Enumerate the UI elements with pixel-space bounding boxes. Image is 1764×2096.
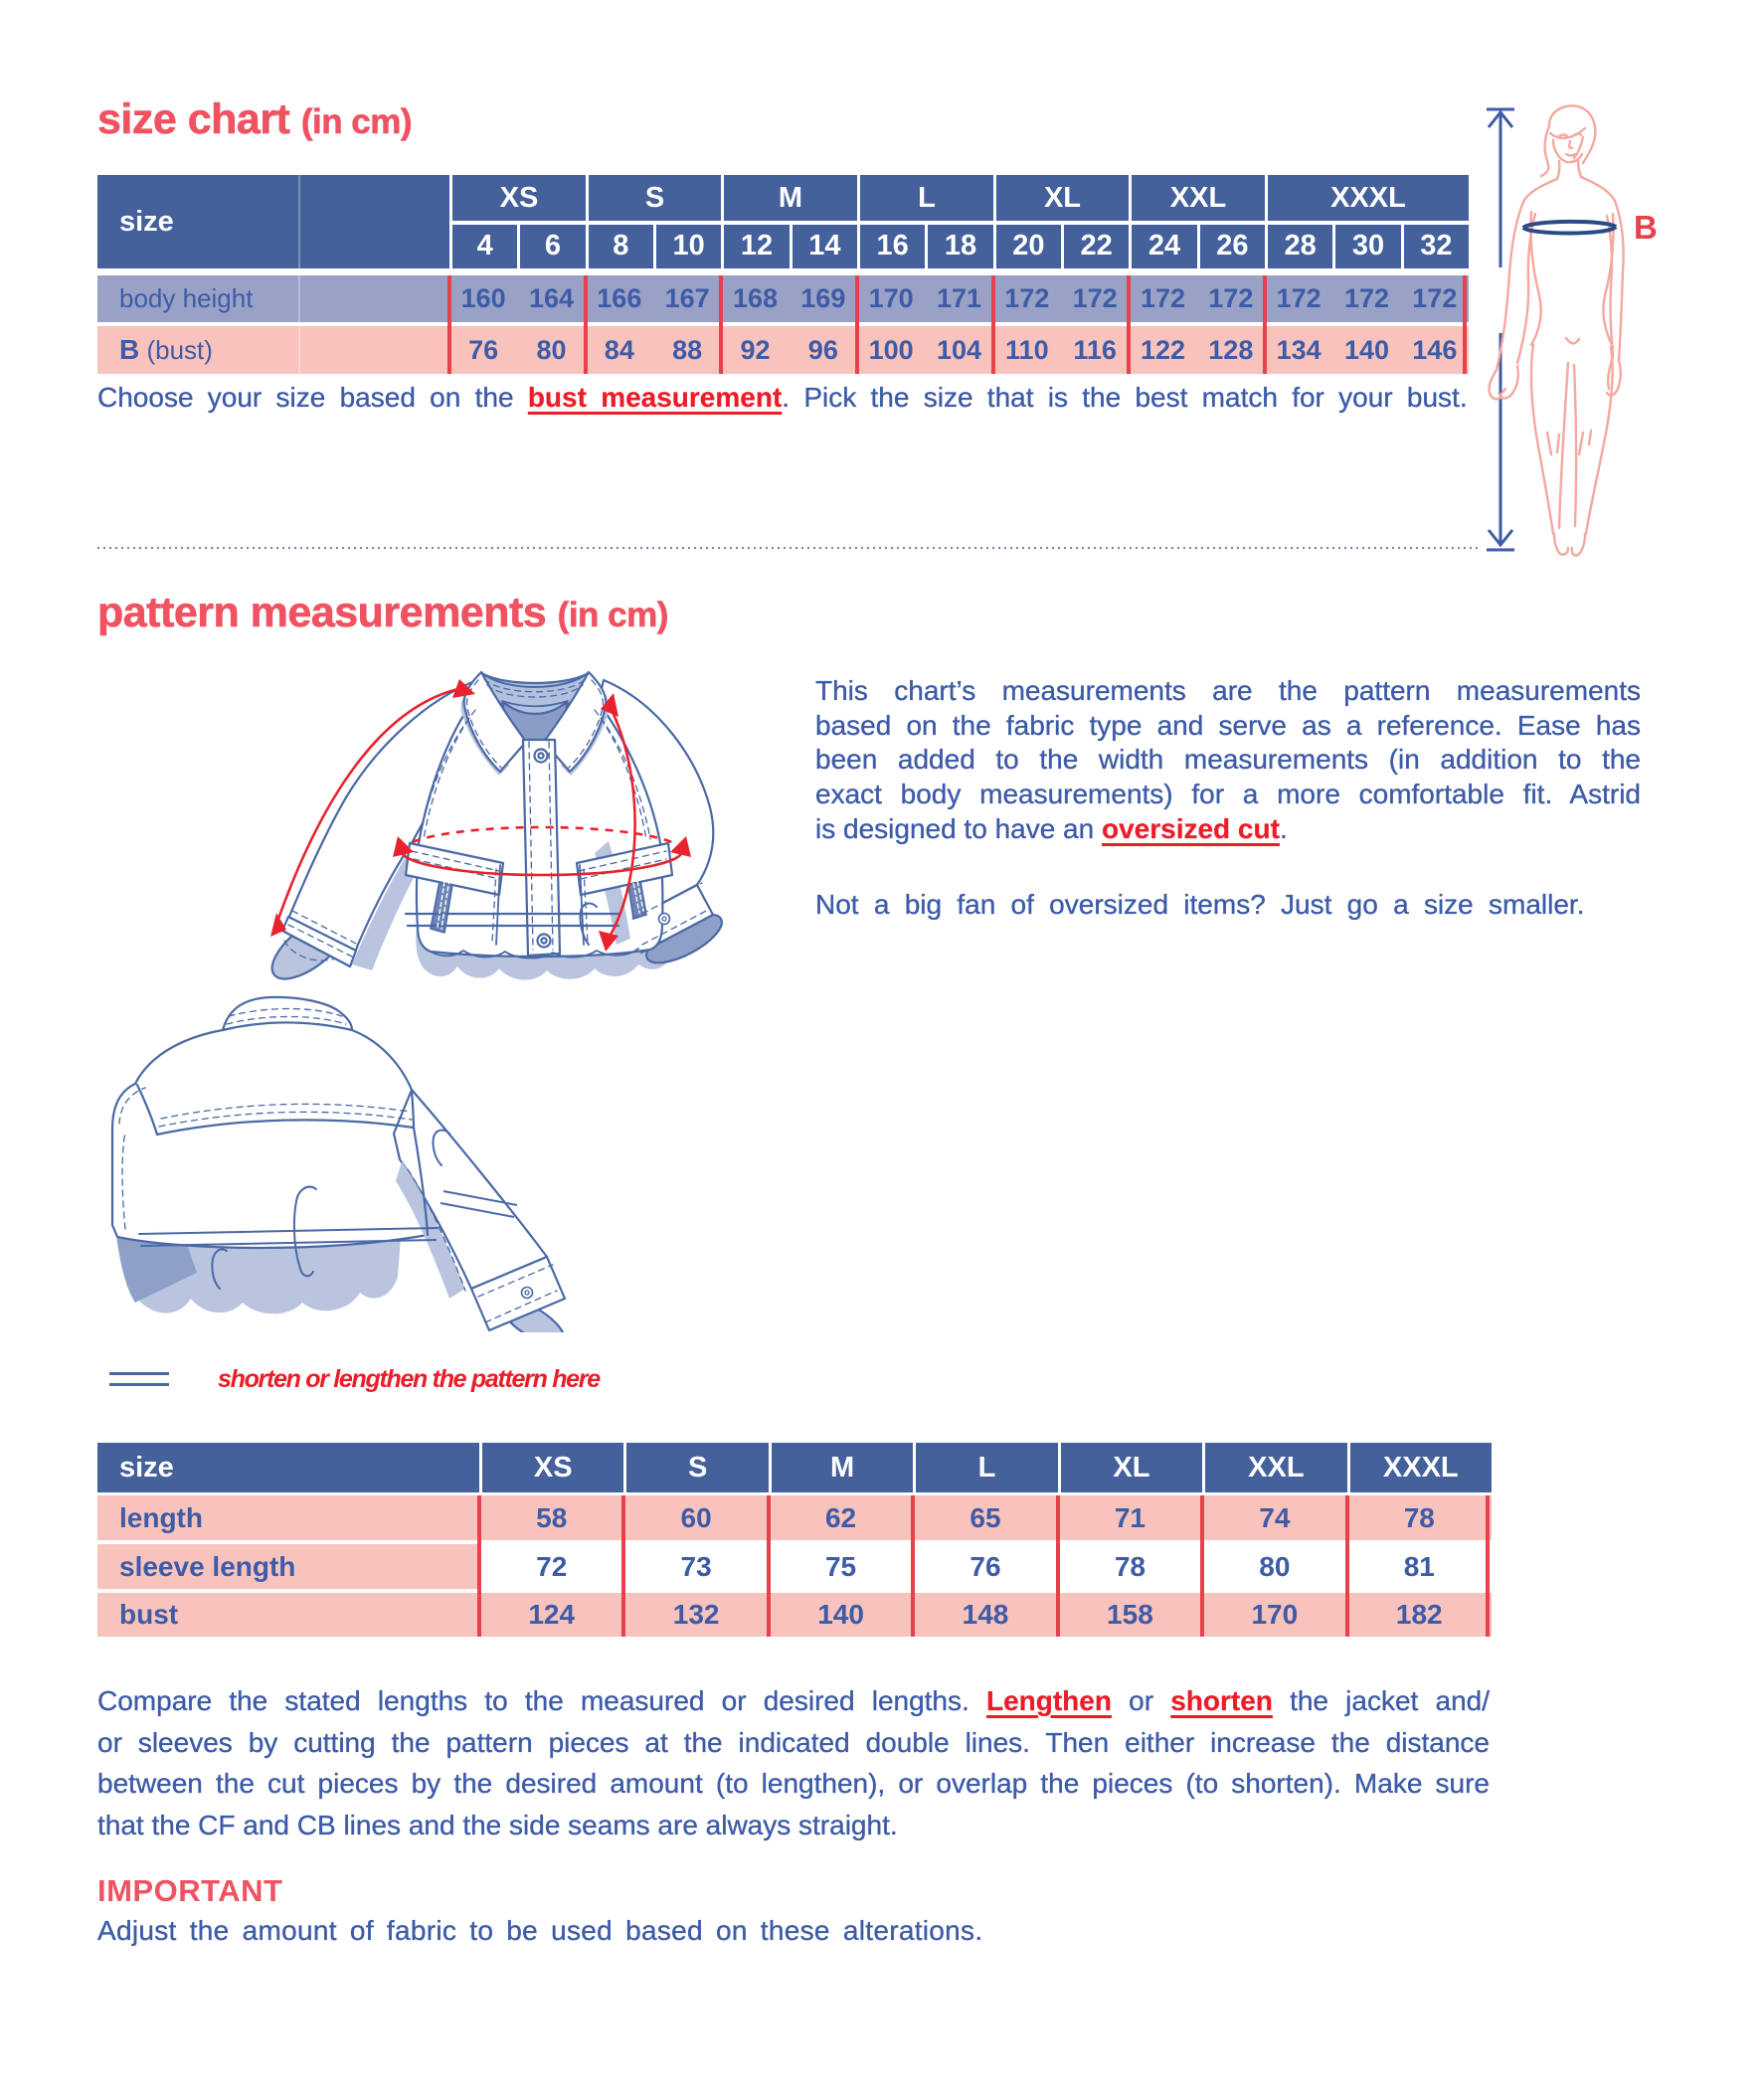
svg-text:B: B (1634, 209, 1658, 246)
